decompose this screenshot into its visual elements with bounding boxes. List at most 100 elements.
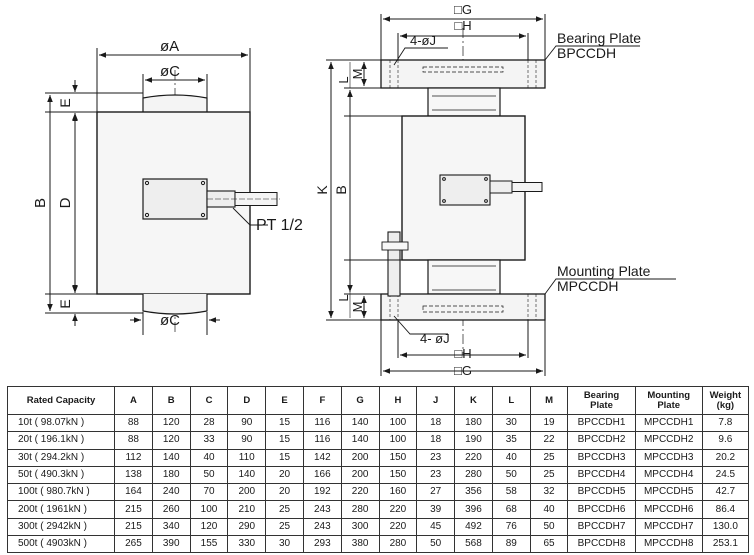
table-cell: 50 <box>529 517 569 537</box>
label-dim-D: D <box>57 197 74 208</box>
table-cell: 112 <box>114 448 153 467</box>
bearing-leader <box>544 45 640 61</box>
table-cell: 215 <box>114 500 153 519</box>
table-cell: 35 <box>491 431 531 450</box>
table-cell: 39 <box>416 500 456 519</box>
table-header-cell: B <box>151 386 191 415</box>
front-bottom-cap <box>142 294 208 315</box>
table-header-cell: C <box>189 386 229 415</box>
table-cell: 140 <box>151 448 191 467</box>
table-cell: 70 <box>189 483 229 502</box>
table-cell: 293 <box>302 535 342 554</box>
table-cell: 390 <box>151 535 191 554</box>
table-cell: 116 <box>302 431 342 450</box>
label-bearing-code: BPCCDH <box>557 45 616 61</box>
table-cell: 215 <box>114 517 153 537</box>
table-cell: 58 <box>491 483 531 502</box>
table-header-cell: G <box>340 386 380 415</box>
table-cell: 25 <box>529 448 569 467</box>
label-dim-H-top: □H <box>454 18 471 33</box>
table-cell: 18 <box>416 413 456 433</box>
table-cell: MPCCDH6 <box>634 500 703 519</box>
label-dim-C-bottom: øC <box>160 312 180 329</box>
table-cell: 18 <box>416 431 456 450</box>
table-cell-capacity: 500t ( 4903kN ) <box>6 535 116 554</box>
table-cell: 88 <box>114 413 153 433</box>
table-cell: MPCCDH7 <box>634 517 703 537</box>
table-cell: 160 <box>378 483 418 502</box>
table-cell: 90 <box>227 431 267 450</box>
side-view <box>326 14 676 376</box>
table-cell: 23 <box>416 465 456 485</box>
label-dim-E-top: E <box>57 98 73 107</box>
table-cell: 65 <box>529 535 569 554</box>
label-dim-A: øA <box>160 38 179 55</box>
table-cell: 25 <box>529 465 569 485</box>
label-dim-C-top: øC <box>160 63 180 80</box>
table-cell: 356 <box>454 483 493 502</box>
table-header-cell: Weight(kg) <box>701 386 750 415</box>
label-connector: PT 1/2 <box>256 217 303 234</box>
label-dim-E-bottom: E <box>57 299 73 308</box>
table-cell: 120 <box>189 517 229 537</box>
table-cell: 76 <box>491 517 531 537</box>
table-cell: 290 <box>227 517 267 537</box>
label-dim-B-side: B <box>333 185 349 194</box>
table-cell: 86.4 <box>701 500 750 519</box>
table-cell: 24.5 <box>701 465 750 485</box>
table-cell: MPCCDH3 <box>634 448 703 467</box>
table-header-cell: K <box>454 386 493 415</box>
table-cell: 40 <box>529 500 569 519</box>
table-cell: 190 <box>454 431 493 450</box>
table-cell: 90 <box>227 413 267 433</box>
label-dim-L-bottom: L <box>336 294 351 301</box>
table-cell: MPCCDH8 <box>634 535 703 554</box>
table-cell: 200 <box>227 483 267 502</box>
table-header-cell: M <box>529 386 569 415</box>
table-cell: BPCCDH6 <box>567 500 636 519</box>
table-cell: 50 <box>189 465 229 485</box>
j-leader-bottom <box>393 315 448 335</box>
table-cell: 330 <box>227 535 267 554</box>
table-cell: 33 <box>189 431 229 450</box>
table-cell-capacity: 50t ( 490.3kN ) <box>6 465 116 485</box>
table-cell: 220 <box>378 500 418 519</box>
table-cell: 89 <box>491 535 531 554</box>
table-cell: 210 <box>227 500 267 519</box>
table-cell: 28 <box>189 413 229 433</box>
table-cell: 220 <box>378 517 418 537</box>
table-cell: 492 <box>454 517 493 537</box>
table-cell: 142 <box>302 448 342 467</box>
label-dim-K: K <box>314 185 330 195</box>
table-cell: 7.8 <box>701 413 750 433</box>
label-mounting-code: MPCCDH <box>557 278 618 294</box>
table-cell: 220 <box>340 483 380 502</box>
table-cell: 100 <box>378 431 418 450</box>
table-cell: 265 <box>114 535 153 554</box>
table-cell: 22 <box>529 431 569 450</box>
label-dim-G-bottom: □G <box>454 363 472 378</box>
side-connector <box>489 180 513 194</box>
table-cell-capacity: 10t ( 98.07kN ) <box>6 413 116 433</box>
side-bottom-cap <box>427 259 501 295</box>
table-cell: 20 <box>265 465 304 485</box>
table-cell: MPCCDH1 <box>634 413 703 433</box>
table-cell: 380 <box>340 535 380 554</box>
table-cell: 280 <box>340 500 380 519</box>
table-cell: 23 <box>416 448 456 467</box>
table-cell-capacity: 20t ( 196.1kN ) <box>6 431 116 450</box>
label-mounting-plate: Mounting Plate <box>557 263 651 279</box>
table-cell: 243 <box>302 517 342 537</box>
table-cell: MPCCDH2 <box>634 431 703 450</box>
table-cell: 140 <box>340 413 380 433</box>
table-cell-capacity: 100t ( 980.7kN ) <box>6 483 116 502</box>
table-cell: 130.0 <box>701 517 750 537</box>
